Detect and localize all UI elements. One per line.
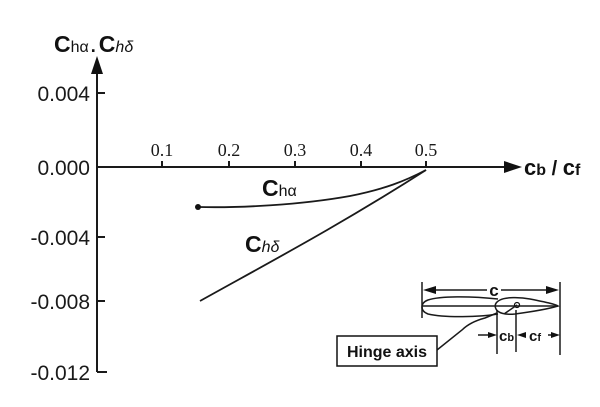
hinge-axis-label: Hinge axis [347, 344, 427, 361]
curve-label-ch-delta: Chδ [245, 231, 281, 257]
arrow-cf-right-icon [551, 332, 560, 338]
y-axis-arrow-icon [91, 56, 103, 74]
inset-cb-label: cb [499, 328, 514, 345]
arrow-left-icon [423, 286, 436, 294]
ytick-neg-0.008: -0.008 [30, 291, 90, 314]
arrow-cb-icon [488, 332, 497, 338]
inset-chord-label: c [489, 281, 498, 300]
y-axis: 0.004 0.000 -0.004 -0.008 -0.012 [30, 56, 107, 385]
xtick-0.3: 0.3 [284, 140, 307, 160]
airfoil-inset-diagram: c cb cf Hinge axis [336, 281, 561, 367]
xtick-0.2: 0.2 [218, 140, 241, 160]
ytick-0.004: 0.004 [37, 83, 90, 106]
hinge-axis-box [336, 335, 438, 367]
series-ch-delta: Chδ [199, 169, 427, 302]
series-start-dot-icon [195, 204, 201, 210]
arrow-cf-left-icon [517, 332, 526, 338]
x-axis: 0.1 0.2 0.3 0.4 0.5 [97, 140, 522, 173]
hinge-point-icon [513, 301, 521, 309]
xtick-0.5: 0.5 [415, 140, 438, 160]
ytick-neg-0.012: -0.012 [30, 362, 90, 385]
ytick-0.000: 0.000 [37, 157, 90, 180]
ytick-neg-0.004: -0.004 [30, 227, 90, 250]
curve-label-ch-alpha: Chα [262, 175, 297, 201]
xtick-0.1: 0.1 [151, 140, 174, 160]
x-axis-label: cb / cf [524, 155, 581, 180]
series-ch-alpha: Chα [195, 169, 427, 210]
y-axis-label: Chα.Chδ [54, 31, 134, 57]
x-axis-arrow-icon [504, 161, 522, 173]
arrow-right-icon [546, 286, 559, 294]
xtick-0.4: 0.4 [350, 140, 373, 160]
inset-cf-label: cf [529, 328, 541, 345]
